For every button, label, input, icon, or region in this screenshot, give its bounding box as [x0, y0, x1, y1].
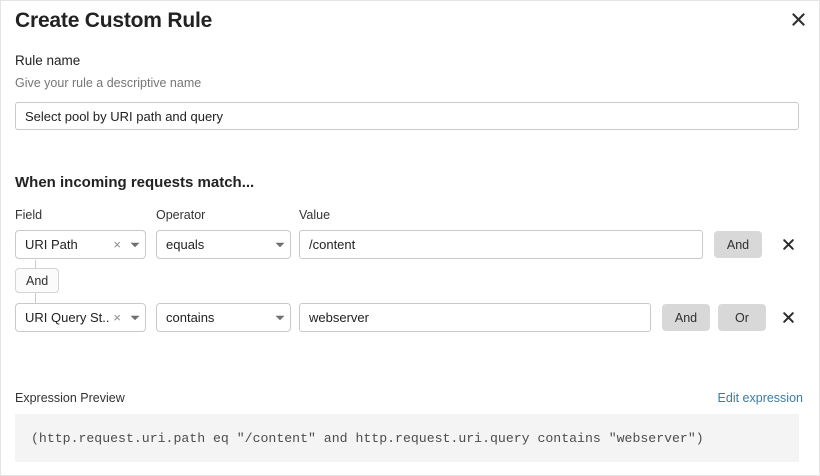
operator-select-value: equals [166, 237, 205, 252]
condition-row: URI Query St... × contains And Or [1, 303, 819, 333]
remove-condition-icon[interactable] [776, 305, 800, 329]
remove-condition-icon[interactable] [776, 232, 800, 256]
field-select[interactable]: URI Path × [15, 230, 146, 259]
chevron-down-icon[interactable] [125, 315, 145, 321]
clear-icon[interactable]: × [113, 310, 121, 325]
field-select[interactable]: URI Query St... × [15, 303, 146, 332]
condition-row: URI Path × equals And [1, 230, 819, 260]
chevron-down-icon[interactable] [270, 315, 290, 321]
connector-line-top [35, 260, 36, 269]
operator-select[interactable]: contains [156, 303, 291, 332]
connector-line-bottom [35, 293, 36, 303]
column-label-operator: Operator [156, 208, 206, 222]
clear-icon[interactable]: × [113, 237, 121, 252]
expression-preview-label: Expression Preview [15, 391, 125, 405]
chevron-down-icon[interactable] [270, 242, 290, 248]
column-label-field: Field [15, 208, 43, 222]
and-connector: And [15, 260, 135, 306]
add-or-condition-button[interactable]: Or [718, 304, 766, 331]
operator-select-value: contains [166, 310, 215, 325]
field-select-value: URI Query St... [25, 310, 110, 325]
operator-select[interactable]: equals [156, 230, 291, 259]
rule-name-input[interactable] [15, 102, 799, 130]
chevron-down-icon[interactable] [125, 242, 145, 248]
field-select-value: URI Path [25, 237, 78, 252]
rule-name-label: Rule name [15, 53, 81, 68]
edit-expression-link[interactable]: Edit expression [717, 391, 803, 405]
conditions-heading: When incoming requests match... [15, 174, 255, 191]
connector-and-chip[interactable]: And [15, 268, 60, 293]
value-input[interactable] [299, 230, 703, 259]
add-and-condition-button[interactable]: And [662, 304, 710, 331]
dialog-title: Create Custom Rule [15, 9, 213, 32]
expression-preview-code: (http.request.uri.path eq "/content" and… [15, 414, 799, 462]
close-icon[interactable] [787, 8, 809, 30]
add-and-condition-button[interactable]: And [714, 231, 762, 258]
rule-name-help-text: Give your rule a descriptive name [15, 76, 202, 90]
value-input[interactable] [299, 303, 651, 332]
column-label-value: Value [299, 208, 331, 222]
